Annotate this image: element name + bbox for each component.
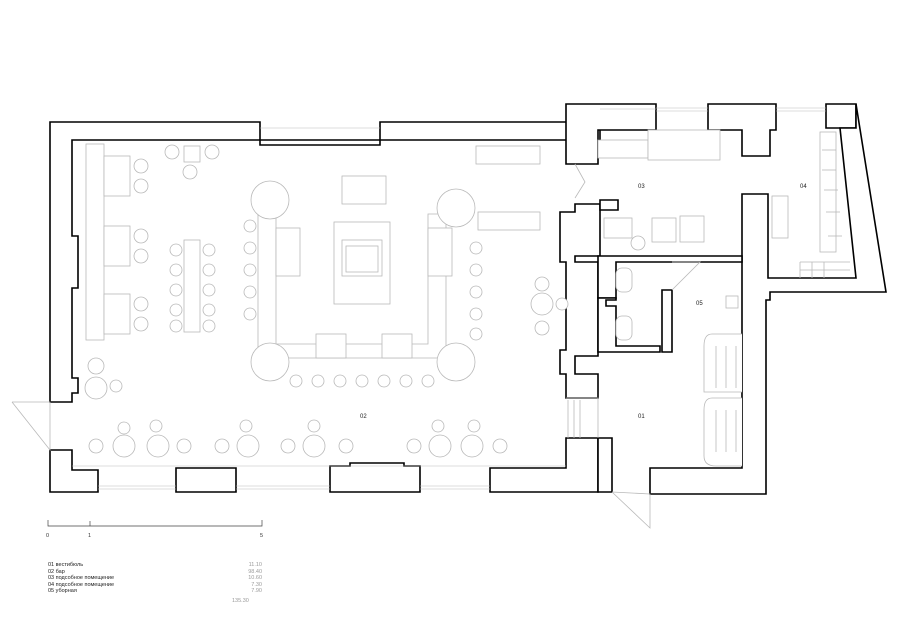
- legend-row: 05 уборная 7.90: [48, 588, 274, 595]
- doors: [11, 163, 701, 529]
- legend-row: 01 вестибюль 11.10: [48, 562, 274, 569]
- room-legend: 01 вестибюль 11.10 02 бар 98.40 03 подсо…: [48, 562, 274, 595]
- legend-total-area: 135.30: [232, 598, 249, 604]
- legend-room-name: 03 подсобное помещение: [48, 575, 115, 582]
- room-label-05: 05: [696, 301, 703, 307]
- room-label-03: 03: [638, 184, 645, 190]
- legend-row: 02 бар 98.40: [48, 569, 274, 576]
- legend-room-area: 7.30: [251, 581, 262, 588]
- scale-tick-0: 0: [46, 533, 49, 539]
- scale-tick-5: 5: [260, 533, 263, 539]
- legend-room-area: 7.90: [251, 588, 262, 595]
- scale-bar: 0 1 5: [46, 520, 263, 539]
- legend-room-area: 11.10: [248, 562, 262, 568]
- legend-room-name: 04 подсобное помещение: [48, 581, 115, 588]
- legend-room-area: 98.40: [248, 568, 262, 575]
- legend-row: 04 подсобное помещение 7.30: [48, 582, 274, 589]
- walls: [49, 103, 887, 495]
- legend-row: 03 подсобное помещение 10.60: [48, 575, 274, 582]
- room-labels: 01 02 03 04 05: [360, 184, 807, 420]
- legend-room-area: 10.60: [248, 575, 262, 582]
- furniture: [84, 129, 850, 467]
- room-label-02: 02: [360, 414, 367, 420]
- room-label-04: 04: [800, 184, 807, 190]
- scale-tick-1: 1: [88, 533, 91, 539]
- room-label-01: 01: [638, 414, 645, 420]
- legend-room-name: 01 вестибюль: [48, 562, 84, 568]
- legend-room-name: 02 бар: [48, 568, 65, 575]
- legend-room-name: 05 уборная: [48, 588, 77, 595]
- window-lines: [72, 107, 826, 490]
